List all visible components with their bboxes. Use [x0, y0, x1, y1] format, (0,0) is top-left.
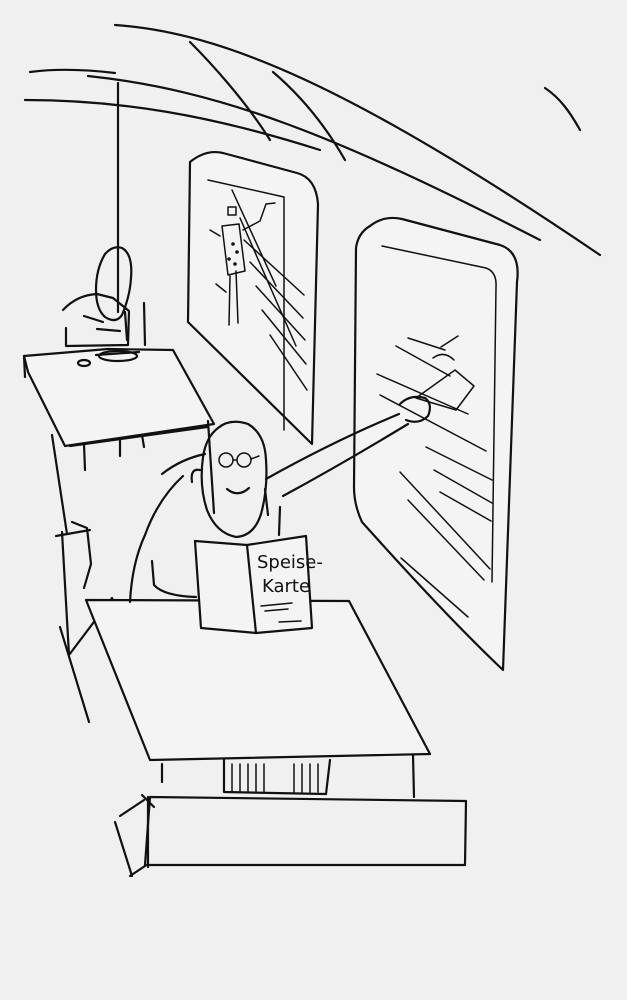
window-left: [186, 150, 320, 446]
window-right: [352, 216, 519, 672]
menu-title-line2: Karte: [262, 576, 310, 597]
ceiling: [23, 23, 602, 314]
menu-card: Speise- Karte: [193, 534, 323, 635]
foreground-table: [54, 520, 468, 878]
background-diner: [22, 246, 216, 536]
menu-title-line1: Speise-: [257, 552, 323, 573]
